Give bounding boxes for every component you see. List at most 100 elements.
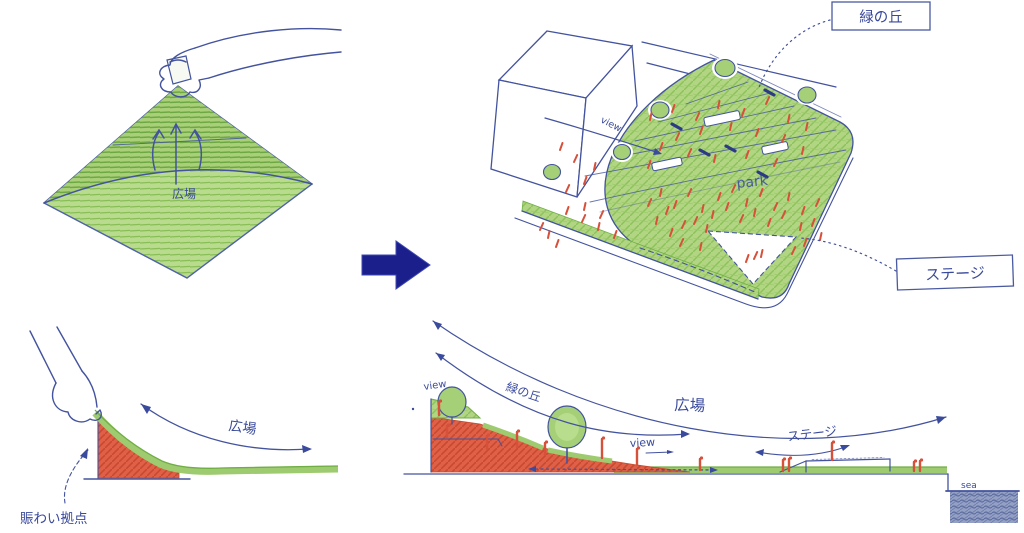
person-mark: [675, 132, 681, 141]
flag-mark: [636, 446, 641, 450]
person-mark: [753, 208, 757, 217]
person-mark: [717, 192, 722, 201]
person-mark: [713, 154, 717, 163]
shadow-marks: [670, 88, 776, 179]
person-mark: [565, 184, 571, 193]
bench: [761, 141, 789, 155]
arrowhead-icon: [755, 449, 764, 456]
person-mark: [565, 206, 570, 215]
arrowhead-icon: [141, 404, 151, 414]
tree-icon: [541, 162, 563, 182]
person-mark: [555, 239, 560, 248]
up-arrow-icon: [151, 128, 165, 171]
cloth-tent-top: [44, 86, 312, 203]
shadow-mark: [763, 88, 776, 97]
arrowhead-icon: [433, 321, 442, 330]
arrowhead-icon: [710, 467, 718, 473]
sea-label: sea: [961, 481, 977, 491]
arrowhead-icon: [653, 148, 662, 155]
stage-span-arrow: [756, 445, 849, 456]
road-line: [641, 41, 837, 88]
person-mark: [659, 142, 664, 151]
person-mark: [803, 238, 808, 247]
arrowhead-icon: [667, 450, 674, 454]
flag-mark: [782, 457, 787, 461]
person-mark: [681, 220, 687, 229]
person-mark: [687, 148, 693, 157]
stage-label: ステージ: [925, 264, 985, 284]
plaza-label: 広場: [172, 187, 196, 201]
person-mark: [753, 251, 759, 260]
person-mark: [669, 228, 674, 237]
site-edge-line: [521, 210, 759, 300]
person-mark: [547, 230, 551, 239]
person-mark: [583, 202, 587, 211]
axon-trees: [541, 57, 819, 182]
flag-mark: [913, 459, 918, 463]
person-mark: [559, 142, 564, 151]
green-surface: [92, 410, 339, 475]
person-mark: [781, 134, 787, 143]
person-mark: [731, 184, 737, 193]
sea-water: [950, 491, 1018, 523]
arrowhead-icon: [936, 416, 946, 424]
person-mark: [701, 204, 705, 213]
person-mark: [597, 222, 601, 231]
person-mark: [599, 210, 605, 219]
flag-mark: [438, 399, 443, 403]
person-mark: [539, 222, 545, 231]
tree-icon: [712, 57, 738, 79]
arrowhead-icon: [80, 448, 88, 459]
flag-mark: [601, 436, 606, 440]
person-mark: [647, 160, 652, 169]
person-mark: [679, 238, 685, 247]
person-mark: [665, 206, 670, 215]
tree-icon: [795, 85, 819, 105]
flag-mark: [919, 458, 924, 462]
finger-line: [169, 59, 187, 63]
promenade-dotted-arrow: [529, 468, 717, 471]
person-mark: [583, 176, 588, 185]
person-mark: [760, 249, 764, 258]
hand-forearm-line: [56, 326, 83, 372]
person-mark: [773, 158, 779, 167]
up-arrow-icon: [170, 122, 182, 185]
people-marks: [539, 96, 823, 263]
site-outer-rim: [514, 157, 854, 309]
person-mark: [717, 100, 721, 109]
terrace-green: [482, 422, 544, 451]
view-label-left: view: [423, 379, 447, 393]
lawn-dashed-edge: [639, 247, 758, 294]
shadow-mark: [724, 144, 737, 153]
axon-park-sketch: view park 緑の丘 ステージ: [490, 1, 1015, 309]
person-mark: [781, 210, 787, 219]
stage-area: [706, 230, 798, 285]
stage-label: ステージ: [787, 423, 838, 444]
leader-line: [757, 19, 831, 91]
flag-mark: [831, 440, 836, 444]
flag-mark: [788, 456, 793, 460]
person-mark: [745, 198, 749, 207]
person-mark: [695, 112, 701, 121]
green-hill-label: 緑の丘: [504, 379, 543, 405]
finger-line: [81, 370, 98, 408]
pinching-hand: [51, 382, 102, 423]
person-mark: [673, 200, 678, 209]
person-mark: [573, 154, 579, 163]
bench: [651, 156, 683, 172]
flag-mark: [516, 429, 521, 433]
person-mark: [725, 202, 730, 211]
person-mark: [755, 128, 760, 137]
person-mark: [613, 230, 618, 239]
person-mark: [705, 224, 709, 233]
flag-mark: [486, 433, 491, 437]
tree-icon: [611, 142, 633, 162]
tree-icon: [547, 405, 587, 464]
flag-mark: [446, 423, 451, 427]
shadow-mark: [756, 170, 769, 179]
person-mark: [729, 122, 733, 131]
arrowhead-icon: [436, 353, 445, 361]
leader-line: [799, 237, 897, 272]
